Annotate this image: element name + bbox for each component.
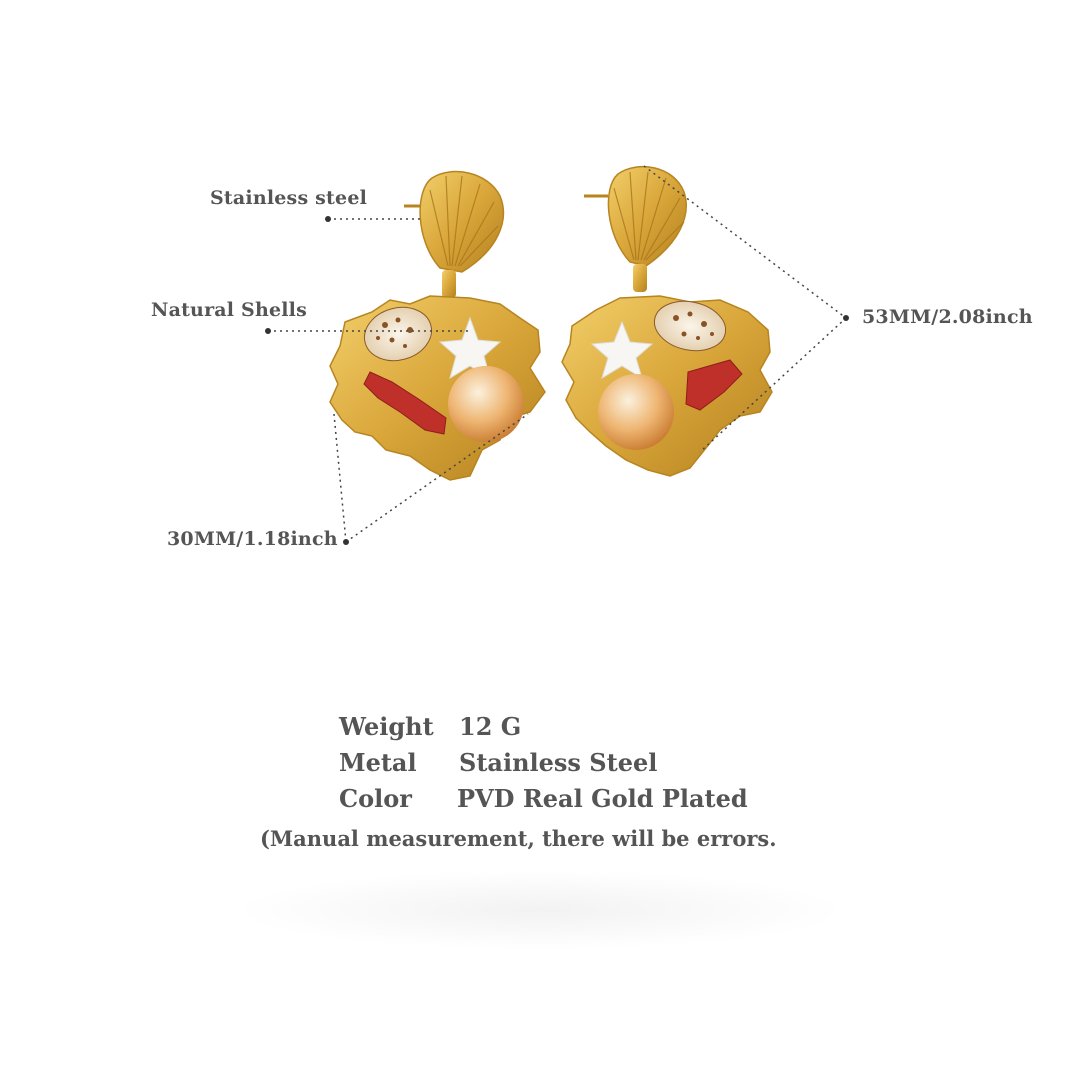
spec-value: Stainless Steel — [459, 747, 658, 777]
left-scallop-stud — [419, 170, 505, 273]
callout-width-line-right — [345, 413, 529, 543]
spec-value: 12 G — [459, 711, 522, 741]
spec-key: Color — [339, 783, 412, 813]
left-orange-shell — [448, 366, 524, 442]
label-height-dimension: 53MM/2.08inch — [862, 306, 1033, 328]
callout-lines — [268, 165, 847, 543]
label-natural-shells: Natural Shells — [151, 299, 307, 321]
spec-row-metal: Metal Stainless Steel — [339, 744, 748, 780]
spec-table: Weight 12 G Metal Stainless Steel Color … — [339, 708, 748, 816]
right-starfish — [590, 320, 654, 380]
spec-row-weight: Weight 12 G — [339, 708, 748, 744]
right-spotted-shell — [653, 300, 727, 352]
callout-height-line-top — [643, 165, 847, 319]
spec-key: Metal — [339, 747, 417, 777]
left-starfish — [438, 316, 502, 380]
floor-shadow — [230, 870, 850, 950]
label-width-dimension: 30MM/1.18inch — [167, 528, 338, 550]
label-stainless-steel: Stainless steel — [210, 187, 368, 209]
left-red-coral — [363, 371, 447, 435]
right-scallop-stud — [607, 166, 687, 267]
measurement-note: (Manual measurement, there will be error… — [260, 826, 777, 851]
callout-width-line-left — [333, 413, 347, 543]
right-earring — [561, 166, 773, 477]
spec-value: PVD Real Gold Plated — [457, 783, 748, 813]
right-red-coral — [685, 359, 743, 411]
right-orange-shell — [598, 374, 674, 450]
spec-key: Weight — [339, 711, 434, 741]
left-earring — [329, 170, 546, 481]
left-spotted-shell — [363, 306, 433, 362]
spec-row-color: Color PVD Real Gold Plated — [339, 780, 748, 816]
